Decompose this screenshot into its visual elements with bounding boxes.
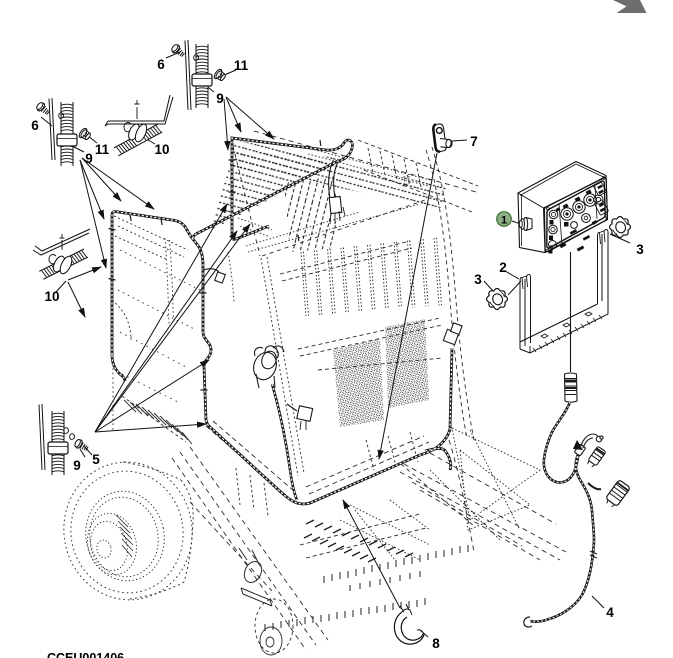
svg-text:3: 3 — [636, 242, 644, 257]
svg-text:4: 4 — [606, 605, 614, 620]
svg-text:CCEU001406: CCEU001406 — [47, 651, 124, 658]
svg-text:3: 3 — [474, 272, 482, 287]
svg-text:10: 10 — [154, 142, 169, 157]
svg-text:9: 9 — [85, 151, 93, 166]
svg-text:7: 7 — [470, 134, 478, 149]
svg-text:2: 2 — [499, 260, 507, 275]
svg-text:9: 9 — [73, 458, 81, 473]
svg-text:6: 6 — [157, 57, 165, 72]
svg-text:5: 5 — [92, 452, 100, 467]
svg-text:9: 9 — [216, 91, 224, 106]
svg-text:11: 11 — [234, 58, 249, 73]
svg-text:8: 8 — [432, 636, 440, 651]
svg-text:6: 6 — [31, 118, 39, 133]
svg-text:10: 10 — [44, 289, 59, 304]
svg-text:11: 11 — [95, 142, 110, 157]
svg-text:1: 1 — [501, 215, 507, 227]
